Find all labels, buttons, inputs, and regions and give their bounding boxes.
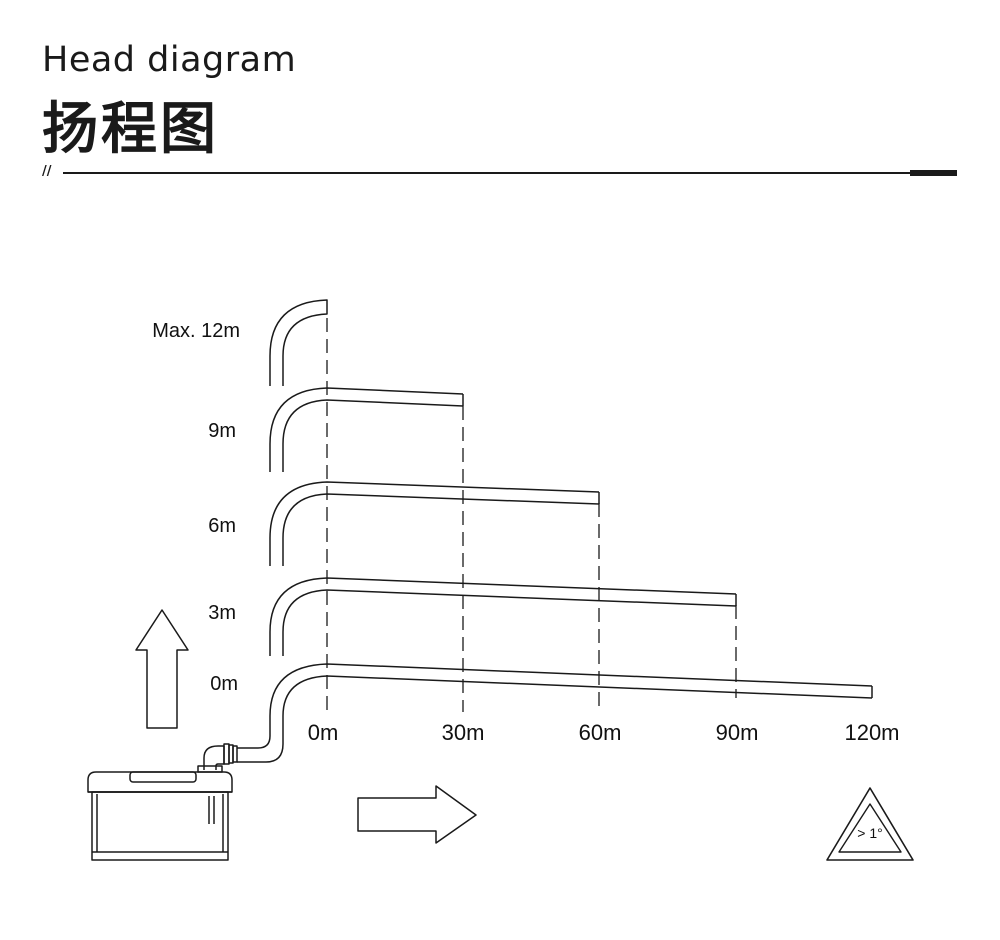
section-slashes: // <box>42 164 52 179</box>
slope-badge-label: > 1° <box>857 825 882 841</box>
header-divider <box>63 172 913 174</box>
up-arrow-icon <box>135 609 189 729</box>
pipe-3m <box>269 577 737 656</box>
pump-connector <box>203 743 238 770</box>
pipe-9m <box>269 387 464 472</box>
pipe-6m <box>269 481 600 566</box>
title-chinese: 扬程图 <box>42 97 219 162</box>
distance-label-30m: 30m <box>442 720 485 745</box>
height-label-9m: 9m <box>208 420 236 442</box>
height-label-max: Max. 12m <box>152 320 240 342</box>
height-label-6m: 6m <box>208 515 236 537</box>
title-english: Head diagram <box>42 40 297 80</box>
distance-guides <box>326 318 737 712</box>
distance-label-120m: 120m <box>844 720 899 745</box>
header-divider-accent <box>910 170 957 176</box>
right-arrow-icon <box>357 785 477 844</box>
height-label-3m: 3m <box>208 602 236 624</box>
height-label-0m: 0m <box>210 673 238 695</box>
pipe-max-12m <box>269 299 328 386</box>
distance-label-0m: 0m <box>308 720 339 745</box>
pipe-0m <box>237 663 873 763</box>
distance-label-60m: 60m <box>579 720 622 745</box>
slope-warning-icon <box>826 787 914 861</box>
distance-label-90m: 90m <box>716 720 759 745</box>
pump-icon <box>87 765 233 861</box>
